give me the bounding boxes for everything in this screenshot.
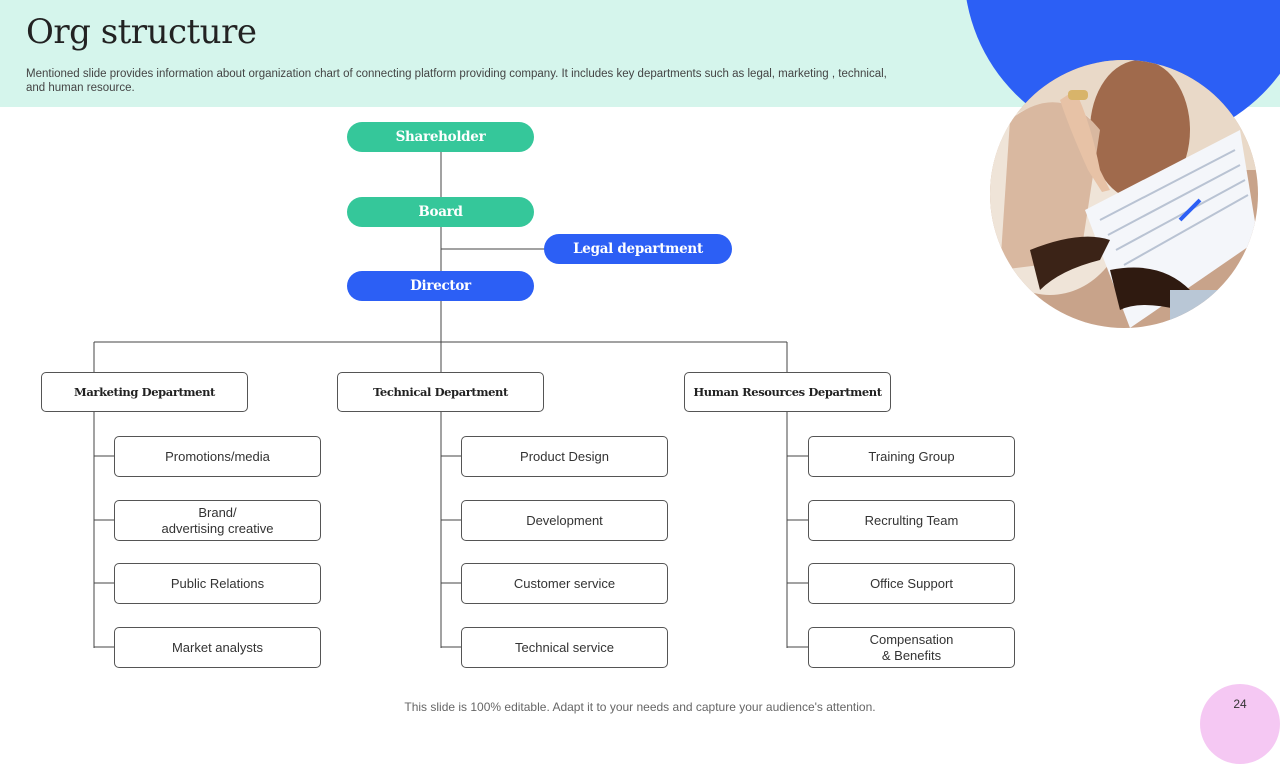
unit-technical-service: Technical service <box>461 627 668 668</box>
legal-department-node: Legal department <box>544 234 732 264</box>
footer-note: This slide is 100% editable. Adapt it to… <box>404 700 876 714</box>
unit-promotions-media: Promotions/media <box>114 436 321 477</box>
unit-training-group: Training Group <box>808 436 1015 477</box>
page-subtitle: Mentioned slide provides information abo… <box>26 68 887 94</box>
page-number: 24 <box>1233 697 1247 711</box>
unit-customer-service: Customer service <box>461 563 668 604</box>
unit-office-support: Office Support <box>808 563 1015 604</box>
unit-product-design: Product Design <box>461 436 668 477</box>
unit-recruiting-team: Recrulting Team <box>808 500 1015 541</box>
page-title: Org structure <box>26 12 257 52</box>
unit-compensation-benefits: Compensation & Benefits <box>808 627 1015 668</box>
unit-market-analysts: Market analysts <box>114 627 321 668</box>
page-number-badge <box>1200 684 1280 764</box>
unit-brand-advertising: Brand/ advertising creative <box>114 500 321 541</box>
connector-lines <box>93 152 808 648</box>
unit-development: Development <box>461 500 668 541</box>
director-node: Director <box>347 271 534 301</box>
hr-department-node: Human Resources Department <box>684 372 891 412</box>
technical-department-node: Technical Department <box>337 372 544 412</box>
marketing-department-node: Marketing Department <box>41 372 248 412</box>
unit-public-relations: Public Relations <box>114 563 321 604</box>
shareholder-node: Shareholder <box>347 122 534 152</box>
board-node: Board <box>347 197 534 227</box>
